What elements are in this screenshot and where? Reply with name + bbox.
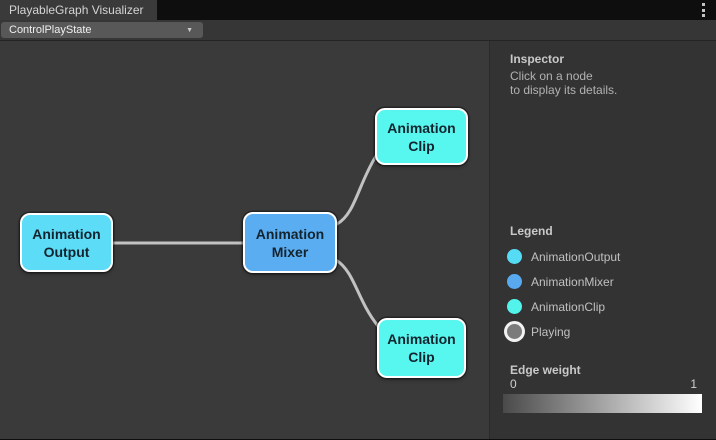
animation-output-swatch [507,249,522,264]
edge-weight-max: 1 [690,377,697,391]
chevron-down-icon: ▼ [186,27,193,34]
node-label-line: Clip [408,349,435,365]
node-label-line: Clip [408,137,435,154]
edge-mixer-clip-bottom [334,258,380,328]
inspector-hint-line1: Click on a node [510,69,593,83]
edge-weight-min: 0 [510,377,517,391]
node-label-line: Animation [32,225,101,242]
node-animation-mixer[interactable]: Animation Mixer [243,212,337,273]
node-label-line: Animation [387,119,456,136]
tab-title: PlayableGraph Visualizer [9,3,144,17]
legend-item-playing: Playing [507,319,620,344]
legend-item-animation-output: AnimationOutput [507,244,620,269]
legend-item-animation-mixer: AnimationMixer [507,269,620,294]
legend-title: Legend [510,224,553,238]
legend-list: AnimationOutput AnimationMixer Animation… [507,244,620,344]
toolbar: ControlPlayState ▼ [0,20,716,41]
legend-label: AnimationOutput [531,249,621,264]
edge-weight-title: Edge weight [510,363,581,377]
kebab-menu-icon[interactable] [702,3,706,17]
main-area: Animation Output Animation Mixer Animati… [0,41,716,439]
node-animation-clip-bottom[interactable]: Animation Clip [377,318,466,378]
node-label-line: Mixer [271,243,309,260]
animation-clip-swatch [507,299,522,314]
edge-weight-gradient [503,394,702,413]
inspector-title: Inspector [510,52,565,66]
graph-selector-value: ControlPlayState [9,24,92,36]
animation-mixer-swatch [507,274,522,289]
legend-label: Playing [531,324,571,339]
edges-layer [111,154,380,328]
edge-mixer-clip-top [335,154,378,226]
window-tab[interactable]: PlayableGraph Visualizer [0,0,157,20]
legend-item-animation-clip: AnimationClip [507,294,620,319]
title-bar: PlayableGraph Visualizer [0,0,716,20]
node-label-line: Animation [387,331,456,347]
node-label-line: Output [43,243,90,260]
node-animation-clip-top[interactable]: Animation Clip [375,108,468,165]
node-animation-output[interactable]: Animation Output [20,213,113,272]
graph-selector-dropdown[interactable]: ControlPlayState ▼ [1,22,203,38]
inspector-panel: Inspector Click on a node to display its… [490,41,716,439]
graph-canvas[interactable]: Animation Output Animation Mixer Animati… [0,41,490,439]
playing-swatch [507,324,522,339]
inspector-hint-line2: to display its details. [510,83,618,97]
legend-label: AnimationClip [531,299,606,314]
inspector-hint: Click on a node to display its details. [510,69,617,97]
edge-weight-scale: 0 1 [503,377,702,391]
legend-label: AnimationMixer [531,274,614,289]
node-label-line: Animation [255,225,325,242]
